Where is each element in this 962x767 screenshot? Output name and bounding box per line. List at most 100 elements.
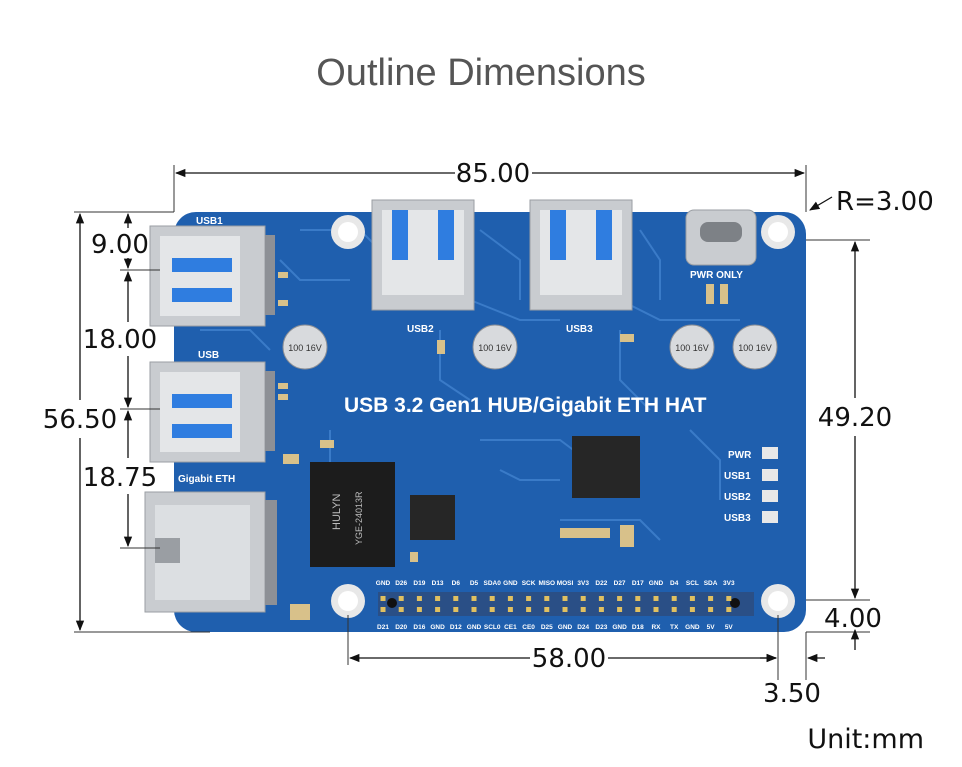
gpio-pin-label: SDA	[704, 580, 718, 587]
gpio-pin-label: D24	[577, 624, 589, 631]
gpio-pin	[398, 607, 404, 612]
gpio-pin-label: TX	[670, 624, 679, 631]
gpio-pin-label: D6	[452, 580, 461, 587]
gpio-pin-label: RX	[651, 624, 661, 631]
gpio-pin	[526, 607, 532, 612]
gpio-pin-label: GND	[685, 624, 700, 631]
dim-hole-h-label: 58.00	[532, 644, 606, 674]
gpio-pin-label: D19	[413, 580, 425, 587]
gpio-pin	[489, 596, 495, 601]
gpio-header-marker	[387, 598, 397, 608]
gpio-pin	[598, 596, 604, 601]
dim-usb1-label: 9.00	[91, 230, 149, 260]
gpio-pin-label: 3V3	[723, 580, 735, 587]
gpio-pin-label: D13	[432, 580, 444, 587]
gpio-pin	[635, 596, 641, 601]
board-name: USB 3.2 Gen1 HUB/Gigabit ETH HAT	[344, 394, 707, 417]
gpio-pin-label: CE0	[522, 624, 535, 631]
usb1-port	[149, 225, 275, 327]
gpio-pin	[635, 607, 641, 612]
gpio-pin-label: D12	[450, 624, 462, 631]
gpio-pin	[435, 607, 441, 612]
gpio-pin	[507, 607, 513, 612]
gpio-pin	[726, 607, 732, 612]
gpio-pin-label: SDA0	[484, 580, 502, 587]
gpio-pin-label: 5V	[725, 624, 734, 631]
gpio-pin-label: D5	[470, 580, 479, 587]
gpio-header-marker	[730, 598, 740, 608]
gpio-pin-label: 5V	[707, 624, 716, 631]
usb-silk-label: USB	[198, 350, 219, 361]
gpio-pin-label: CE1	[504, 624, 517, 631]
gpio-pin-label: GND	[612, 624, 627, 631]
dim-radius-label: R=3.00	[836, 187, 934, 217]
capacitor-label: 100 16V	[675, 343, 709, 353]
dim-eth-label: 18.75	[83, 463, 157, 493]
gpio-pin-label: D16	[413, 624, 425, 631]
gpio-pin	[671, 596, 677, 601]
gpio-pin-label: GND	[430, 624, 445, 631]
gpio-pin-label: 3V3	[577, 580, 589, 587]
gpio-pin	[416, 607, 422, 612]
gpio-pin	[562, 596, 568, 601]
dim-hole-v-label: 49.20	[818, 403, 892, 433]
gpio-pin-label: D4	[670, 580, 679, 587]
ethernet-controller-chip	[410, 495, 455, 540]
dim-hole-edge-h-label: 3.50	[763, 679, 821, 709]
capacitor-label: 100 16V	[738, 343, 772, 353]
gpio-pin-label: GND	[467, 624, 482, 631]
gpio-pin	[580, 607, 586, 612]
capacitors	[282, 324, 778, 370]
gpio-pin-label: D23	[595, 624, 607, 631]
gpio-pin	[507, 596, 513, 601]
capacitor-label: 100 16V	[478, 343, 512, 353]
dimension-arrows	[75, 168, 860, 663]
status-leds	[762, 447, 778, 523]
diagram-title: Outline Dimensions	[316, 52, 646, 94]
eth-silk-label: Gigabit ETH	[178, 474, 235, 485]
capacitor-label: 100 16V	[288, 343, 322, 353]
dim-hole-edge-v-label: 4.00	[824, 604, 882, 634]
transformer-chip-text-1: HULYN	[331, 493, 343, 530]
usb-hub-chip	[572, 436, 640, 498]
smd-components	[278, 272, 728, 620]
dim-width-label: 85.00	[456, 159, 530, 189]
gpio-pin	[689, 596, 695, 601]
gpio-pin	[453, 596, 459, 601]
gpio-pin	[380, 596, 386, 601]
mounting-holes	[331, 215, 795, 618]
gpio-pin-label: D21	[377, 624, 389, 631]
gpio-pin	[398, 596, 404, 601]
gpio-pin	[416, 596, 422, 601]
gpio-pin	[471, 607, 477, 612]
dim-height-label: 56.50	[43, 405, 117, 435]
gpio-pin-label: D20	[395, 624, 407, 631]
transformer-chip-text-2: YGE-24013R	[354, 491, 364, 545]
gpio-pin-label: D26	[395, 580, 407, 587]
usb2-port	[371, 199, 475, 311]
unit-label: Unit:mm	[807, 724, 924, 755]
led-label-pwr: PWR	[728, 450, 752, 461]
led-label-usb1: USB1	[724, 471, 751, 482]
gpio-pin-label: D17	[632, 580, 644, 587]
gpio-pin-label: D27	[614, 580, 626, 587]
led-label-usb3: USB3	[724, 513, 751, 524]
ethernet-transformer-chip	[310, 462, 395, 567]
gpio-pin	[726, 596, 732, 601]
usb1-silk-label: USB1	[196, 216, 223, 227]
gpio-pin	[471, 596, 477, 601]
gpio-pin-label: D18	[632, 624, 644, 631]
gpio-pin	[708, 596, 714, 601]
gpio-pin-label: SCL	[686, 580, 699, 587]
gpio-pin-label: GND	[649, 580, 664, 587]
gpio-pin	[544, 596, 550, 601]
gpio-pin	[526, 596, 532, 601]
gpio-pin-label: MISO	[538, 580, 555, 587]
usb3-silk-label: USB3	[566, 324, 593, 335]
dim-usb-pitch-label: 18.00	[83, 325, 157, 355]
extension-lines	[74, 165, 870, 680]
ethernet-port	[144, 491, 277, 613]
gpio-pin	[435, 596, 441, 601]
led-label-usb2: USB2	[724, 492, 751, 503]
gpio-pin	[653, 596, 659, 601]
